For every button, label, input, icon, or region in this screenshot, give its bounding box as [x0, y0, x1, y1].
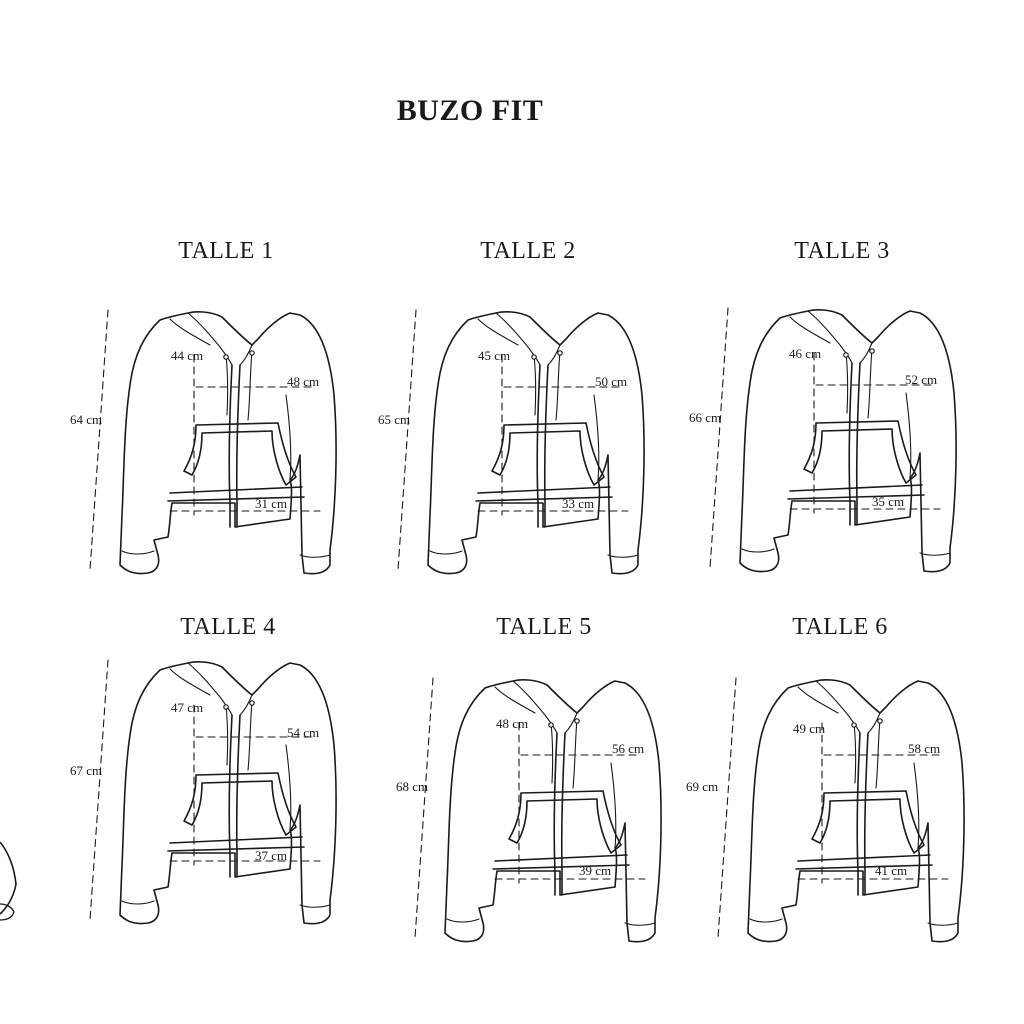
hoodie-size-1 [89, 309, 337, 575]
sleeve-label-6: 49 cm [793, 721, 826, 736]
length-label-1: 64 cm [70, 412, 103, 427]
chest-label-1: 48 cm [287, 374, 320, 389]
size-title-4: TALLE 4 [180, 614, 276, 640]
sleeve-label-3: 46 cm [789, 346, 822, 361]
length-label-3: 66 cm [689, 410, 722, 425]
sleeve-label-2: 45 cm [478, 348, 511, 363]
sleeve-label-5: 48 cm [496, 716, 529, 731]
chest-label-6: 58 cm [908, 741, 941, 756]
hoodie-size-5 [414, 677, 662, 943]
hem-label-4: 37 cm [255, 848, 288, 863]
length-label-6: 69 cm [686, 779, 719, 794]
size-title-5: TALLE 5 [496, 614, 592, 640]
chest-label-4: 54 cm [287, 725, 320, 740]
size-title-6: TALLE 6 [792, 614, 888, 640]
hem-label-2: 33 cm [562, 496, 595, 511]
partial-hoodie-edge [0, 841, 17, 915]
hem-label-3: 35 cm [872, 494, 905, 509]
hem-label-1: 31 cm [255, 496, 288, 511]
size-title-2: TALLE 2 [480, 238, 576, 264]
length-label-5: 68 cm [396, 779, 429, 794]
sleeve-label-1: 44 cm [171, 348, 204, 363]
size-title-3: TALLE 3 [794, 238, 890, 264]
hoodie-size-2 [397, 309, 645, 575]
length-label-4: 67 cm [70, 763, 103, 778]
hoodie-size-3 [709, 307, 957, 573]
hem-label-5: 39 cm [579, 863, 612, 878]
hem-label-6: 41 cm [875, 863, 908, 878]
length-label-2: 65 cm [378, 412, 411, 427]
sleeve-label-4: 47 cm [171, 700, 204, 715]
size-title-1: TALLE 1 [178, 238, 274, 264]
hoodie-size-4 [89, 659, 337, 925]
hoodie-size-6 [717, 677, 965, 943]
chest-label-3: 52 cm [905, 372, 938, 387]
chest-label-2: 50 cm [595, 374, 628, 389]
partial-cuff-edge [0, 903, 15, 921]
chest-label-5: 56 cm [612, 741, 645, 756]
page-title: BUZO FIT [396, 94, 544, 127]
